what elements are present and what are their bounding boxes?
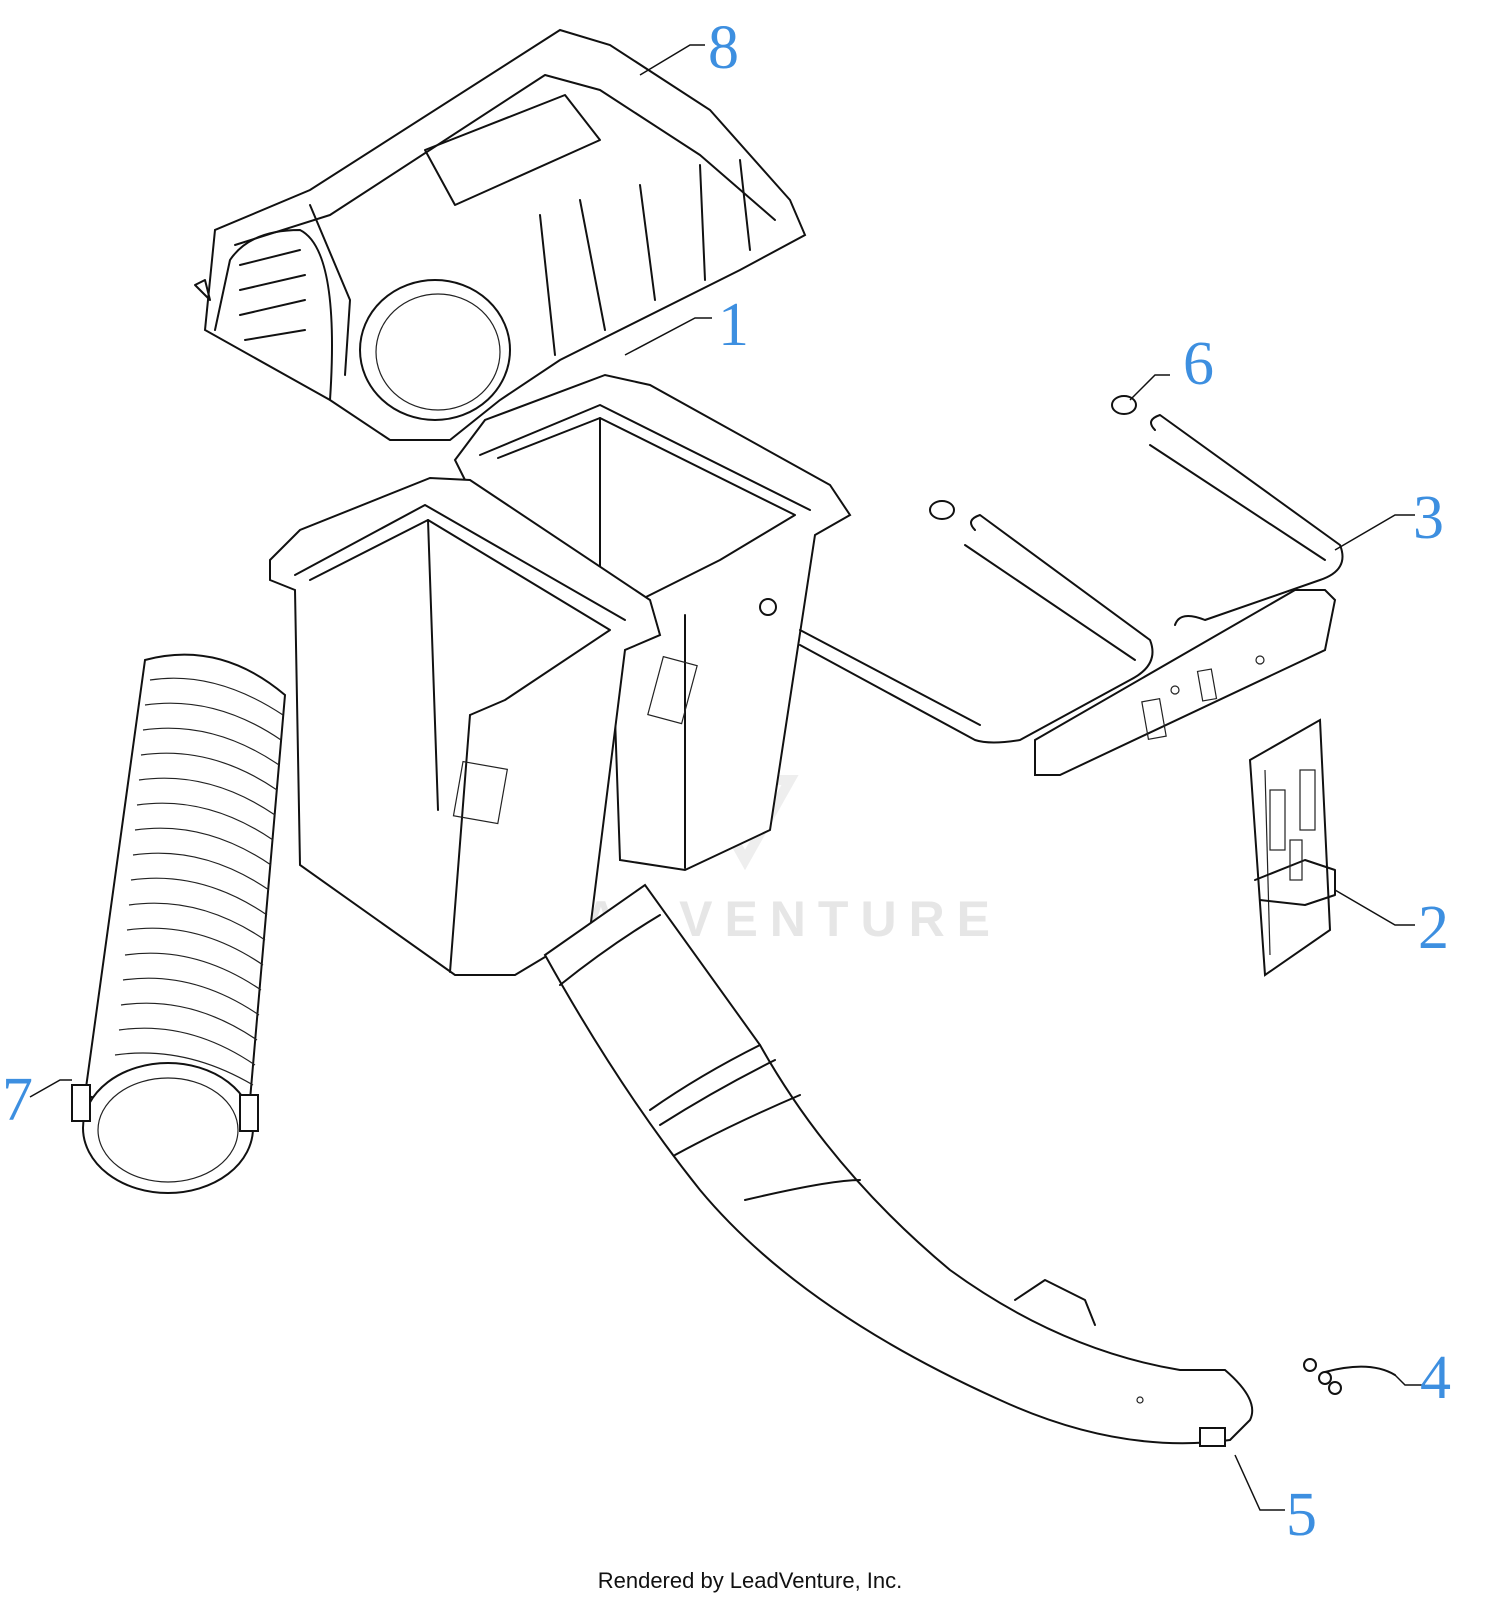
leader-lines — [29, 44, 1425, 1511]
part-8-hood[interactable] — [194, 28, 807, 441]
part-3-frame[interactable] — [799, 414, 1344, 776]
callout-8[interactable]: 8 — [708, 14, 739, 82]
part-1-bins[interactable] — [269, 373, 852, 976]
callout-6[interactable]: 6 — [1183, 330, 1214, 398]
callout-7[interactable]: 7 — [2, 1066, 33, 1134]
callout-3[interactable]: 3 — [1413, 484, 1444, 552]
part-5-chute[interactable] — [543, 883, 1254, 1447]
callout-4[interactable]: 4 — [1420, 1344, 1451, 1412]
footer-credit: Rendered by LeadVenture, Inc. — [597, 1568, 903, 1593]
callout-5[interactable]: 5 — [1286, 1481, 1317, 1549]
part-4-hardware[interactable] — [1303, 1358, 1396, 1395]
callouts: 8 1 6 3 2 7 4 5 — [2, 14, 1451, 1549]
part-6-grommets[interactable] — [929, 395, 1137, 520]
callout-2[interactable]: 2 — [1418, 894, 1449, 962]
part-2-bracket[interactable] — [1248, 718, 1336, 977]
part-7-hose[interactable] — [71, 653, 287, 1194]
callout-1[interactable]: 1 — [718, 291, 749, 359]
